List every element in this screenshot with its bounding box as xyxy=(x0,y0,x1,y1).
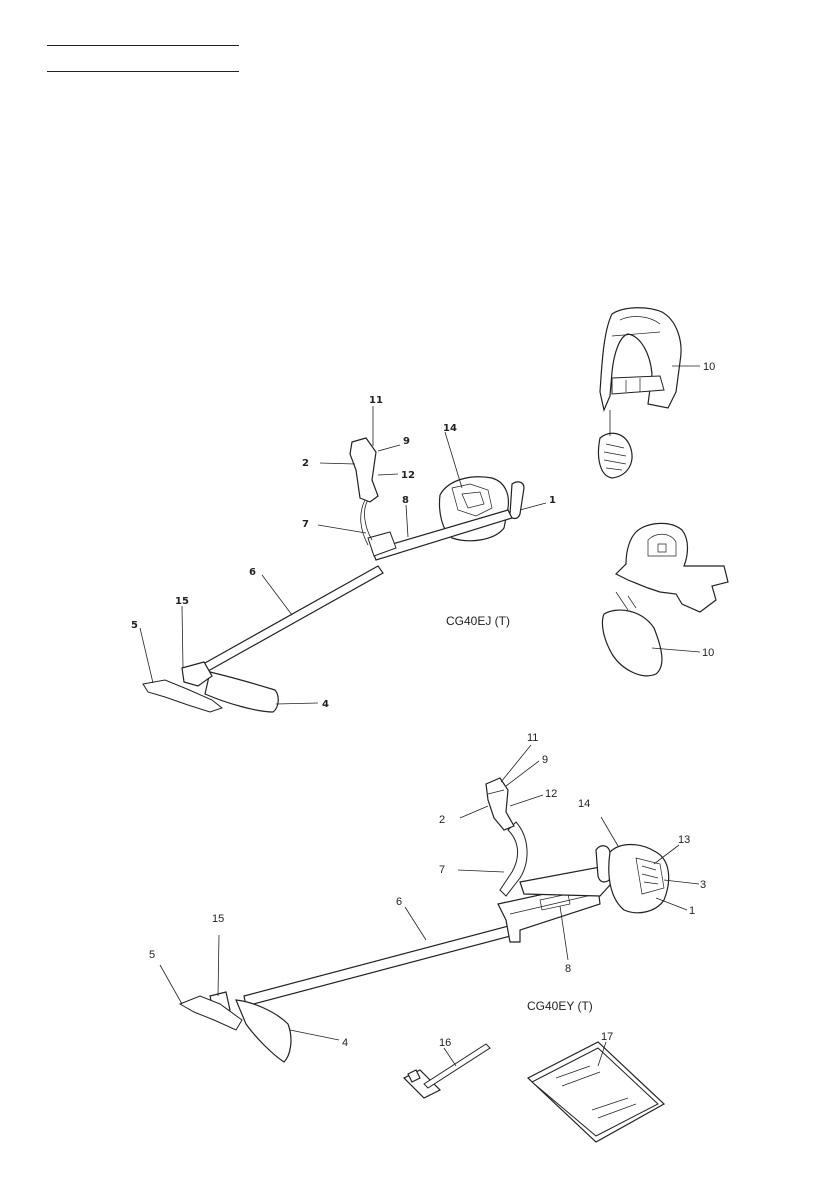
blade-top xyxy=(142,679,224,713)
engine-bottom xyxy=(608,843,670,914)
plug-wrench xyxy=(402,1043,491,1099)
model-label-bottom: CG40EY (T) xyxy=(527,999,593,1013)
callout-14: 14 xyxy=(443,423,457,434)
cable-bottom xyxy=(499,821,528,897)
gearcase-top xyxy=(181,661,213,687)
header-rule-top xyxy=(47,45,239,46)
callout-6: 6 xyxy=(249,567,256,578)
callout-4-bottom: 4 xyxy=(342,1037,348,1049)
callout-10-upper: 10 xyxy=(703,361,715,373)
unit-cg40ey xyxy=(159,744,700,1063)
callout-5: 5 xyxy=(131,620,138,631)
callout-8-bottom: 8 xyxy=(565,963,571,975)
handlebar-top xyxy=(371,509,513,561)
owners-manual xyxy=(526,1041,666,1143)
callout-17: 17 xyxy=(601,1031,613,1043)
shaft-top xyxy=(195,565,384,676)
callout-9: 9 xyxy=(403,436,410,447)
guard-top xyxy=(204,671,279,713)
control-handle-bottom xyxy=(485,777,515,831)
callout-2: 2 xyxy=(302,458,309,469)
harness-upper xyxy=(597,307,700,479)
callout-4: 4 xyxy=(322,699,329,710)
callout-6-bottom: 6 xyxy=(396,896,402,908)
callout-7: 7 xyxy=(302,519,309,530)
callout-15-bottom: 15 xyxy=(212,913,224,925)
callout-7-bottom: 7 xyxy=(439,864,445,876)
grip-top xyxy=(509,481,525,520)
control-handle-top xyxy=(349,437,379,503)
shaft-bottom xyxy=(243,923,519,1007)
callout-14-bottom: 14 xyxy=(578,798,590,810)
model-label-top: CG40EJ (T) xyxy=(446,614,510,628)
callout-11-bottom: 11 xyxy=(527,732,538,744)
callout-8: 8 xyxy=(402,495,409,506)
callout-11: 11 xyxy=(369,395,383,406)
harness-lower xyxy=(601,522,729,677)
callout-2-bottom: 2 xyxy=(439,814,445,826)
callout-3-bottom: 3 xyxy=(700,879,706,891)
callout-13-bottom: 13 xyxy=(678,834,690,846)
callout-9-bottom: 9 xyxy=(542,754,548,766)
callout-12: 12 xyxy=(401,470,415,481)
callout-1-bottom: 1 xyxy=(689,905,695,917)
callout-12-bottom: 12 xyxy=(545,788,557,800)
callout-5-bottom: 5 xyxy=(149,949,155,961)
callout-1: 1 xyxy=(549,495,556,506)
unit-cg40ej xyxy=(139,406,547,713)
callout-16: 16 xyxy=(439,1037,451,1049)
cable-top xyxy=(364,499,373,541)
blade-bottom xyxy=(178,995,243,1031)
callout-10-lower: 10 xyxy=(702,647,714,659)
header-rule-bottom xyxy=(47,71,239,72)
guard-bottom xyxy=(235,999,292,1063)
callout-15: 15 xyxy=(175,596,189,607)
